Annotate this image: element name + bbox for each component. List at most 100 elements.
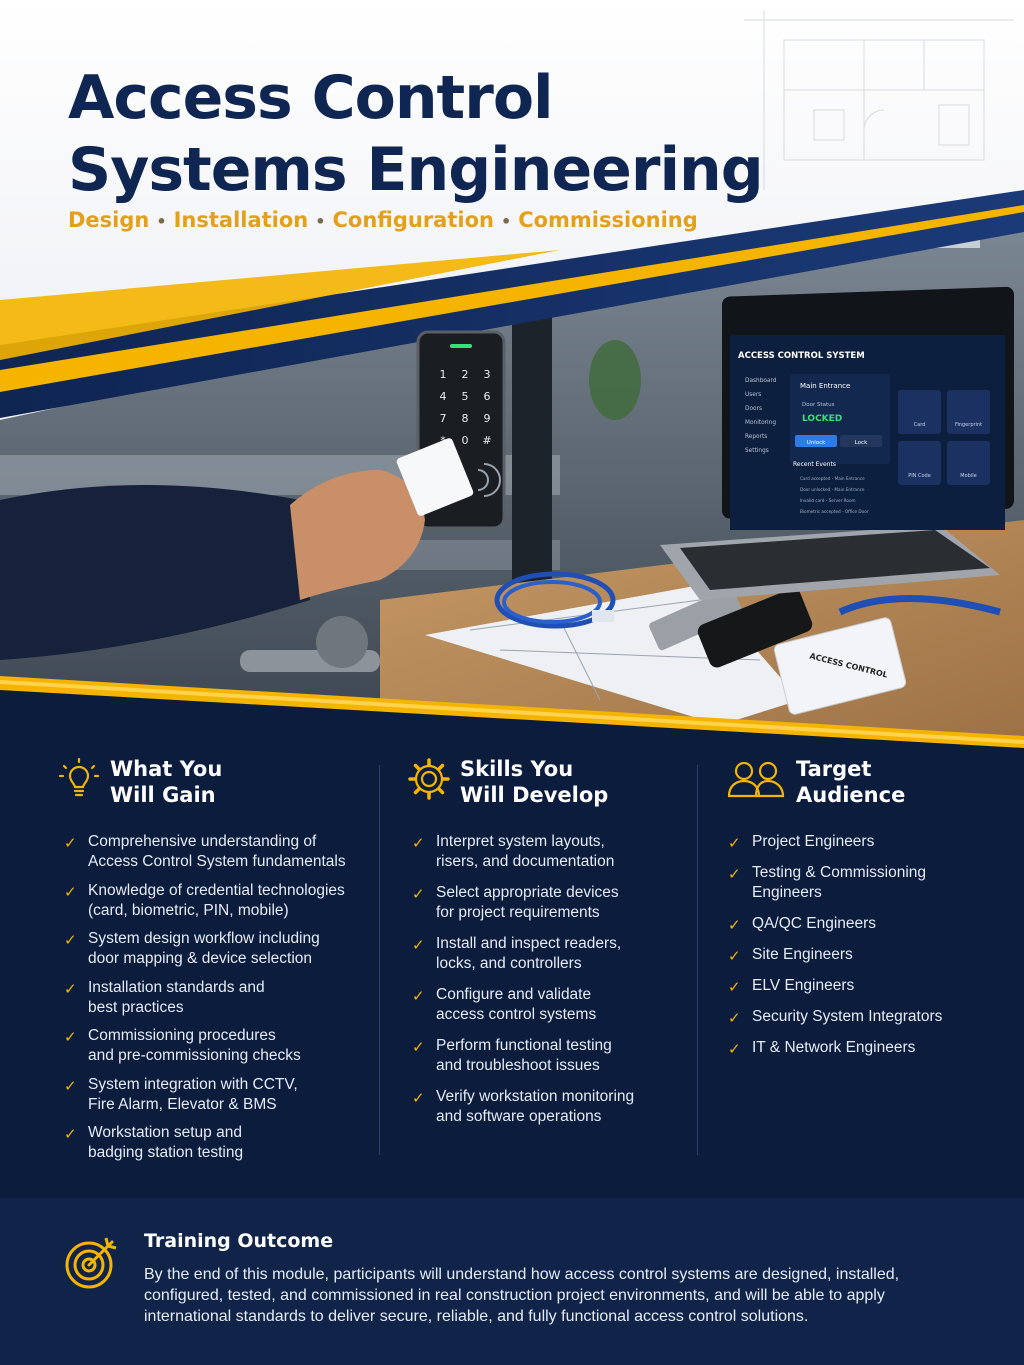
- door-handle: [240, 616, 380, 672]
- list-item-text: QA/QC Engineers: [752, 915, 877, 932]
- skills-you-will-develop-list: ✓Interpret system layouts, risers, and d…: [410, 832, 680, 1138]
- checkmark-icon: ✓: [64, 835, 77, 852]
- list-item: ✓Installation standards and best practic…: [62, 978, 372, 1018]
- checkmark-icon: ✓: [412, 835, 425, 852]
- door-status-value: LOCKED: [802, 414, 842, 424]
- auth-tile: [947, 390, 990, 434]
- column-divider: [697, 765, 698, 1155]
- column-target-audience-header: Target Audience: [726, 756, 905, 808]
- training-outcome-title: Training Outcome: [144, 1230, 334, 1252]
- list-item: ✓ Select appropriate devices for project …: [410, 883, 680, 923]
- lock-button-label: Lock: [855, 440, 868, 446]
- checkmark-icon: ✓: [64, 1126, 77, 1143]
- panel-title: Main Entrance: [800, 382, 850, 390]
- auth-tile-label: Fingerprint: [955, 422, 982, 428]
- column-what-you-will-gain-header: What You Will Gain: [56, 756, 222, 808]
- app-nav-item: Dashboard: [745, 378, 777, 384]
- list-item: ✓ELV Engineers: [726, 976, 996, 996]
- events-title: Recent Events: [793, 461, 836, 468]
- event-row: Door unlocked - Main Entrance: [800, 487, 865, 492]
- checkmark-icon: ✓: [64, 883, 77, 901]
- auth-tile: [898, 441, 941, 485]
- list-item: ✓ System integration with CCTV, Fire Alar…: [62, 1075, 372, 1115]
- list-item-text: ELV Engineers: [752, 977, 855, 994]
- list-item-text: Select appropriate devices for project r…: [436, 884, 619, 921]
- subtitle-topic: Configuration: [332, 208, 494, 232]
- list-item-text: Workstation setup and badging station te…: [88, 1124, 244, 1161]
- subtitle-separator: •: [500, 212, 512, 231]
- list-item-text: Commissioning procedures and pre-commiss…: [88, 1027, 301, 1064]
- column-divider: [379, 765, 380, 1155]
- checkmark-icon: ✓: [728, 917, 741, 934]
- checkmark-icon: ✓: [412, 886, 425, 903]
- list-item: ✓ Project Engineers: [726, 832, 996, 852]
- list-item: ✓ Knowledge of credential technologies (c…: [62, 881, 372, 921]
- checkmark-icon: ✓: [412, 937, 425, 954]
- laptop-screen: ACCESS CONTROL SYSTEM DashboardUsersDoor…: [730, 335, 1005, 530]
- event-row: Card accepted - Main Entrance: [800, 476, 865, 481]
- list-item-text: Installation standards and best practice…: [88, 978, 265, 1016]
- subtitle-topic: Design: [68, 208, 150, 232]
- list-item-text: Comprehensive understanding of Access Co…: [88, 833, 346, 870]
- door-status-label: Door Status: [802, 402, 835, 408]
- subtitle-topics: Design • Installation • Configuration • Commis…: [68, 208, 698, 232]
- subtitle-separator: •: [156, 212, 167, 231]
- column-title: Target Audience: [796, 757, 906, 807]
- list-item: ✓ Site Engineers: [726, 945, 996, 965]
- event-row: Invalid card - Server Room: [800, 498, 856, 503]
- list-item: ✓Install and inspect readers, locks, and…: [410, 934, 680, 974]
- keypad-key: 9: [484, 412, 491, 425]
- app-title: ACCESS CONTROL SYSTEM: [738, 351, 865, 361]
- list-item-text: System design workflow including door ma…: [88, 930, 320, 967]
- training-outcome-text: By the end of this module, participants …: [144, 1266, 900, 1325]
- list-item: ✓ Comprehensive understanding of Access C…: [62, 832, 372, 872]
- list-item: ✓Commissioning procedures and pre-commis…: [62, 1026, 372, 1066]
- subtitle-topic: Commissioning: [518, 208, 698, 232]
- list-item: ✓Testing & Commissioning Engineers: [726, 863, 996, 903]
- target-icon: [65, 1237, 117, 1289]
- subtitle-separator: •: [315, 212, 326, 231]
- auth-tile-label: Mobile: [960, 473, 976, 479]
- list-item-text: IT & Network Engineers: [752, 1039, 916, 1056]
- checkmark-icon: ✓: [728, 835, 741, 852]
- keypad-key: 1: [440, 368, 447, 381]
- gear-icon: [408, 758, 450, 800]
- list-item-text: System integration with CCTV, Fire Alarm…: [88, 1075, 298, 1113]
- keypad-key: 0: [462, 434, 469, 447]
- checkmark-icon: ✓: [728, 1010, 741, 1027]
- list-item-text: Project Engineers: [752, 833, 875, 850]
- lightbulb-icon: [58, 757, 100, 797]
- keypad-key: 3: [484, 368, 491, 381]
- target-audience-list: ✓ Project Engineers ✓Testing & Commissioni…: [726, 832, 996, 1069]
- list-item: ✓System design workflow including door m…: [62, 929, 372, 969]
- auth-tile-label: PIN Code: [908, 473, 931, 479]
- auth-tile-label: Card: [914, 422, 926, 428]
- checkmark-icon: ✓: [64, 1077, 77, 1095]
- list-item-text: Configure and validate access control sy…: [436, 986, 597, 1023]
- keypad-key: 7: [440, 412, 447, 425]
- auth-tile: [898, 390, 941, 434]
- auth-tile: [947, 441, 990, 485]
- list-item-text: Perform functional testing and troublesh…: [436, 1037, 612, 1074]
- list-item-text: Knowledge of credential technologies (ca…: [88, 881, 345, 919]
- what-you-will-gain-list: ✓ Comprehensive understanding of Access C…: [62, 832, 372, 1172]
- keypad-key: 5: [462, 390, 469, 403]
- event-row: Biometric accepted - Office Door: [800, 509, 869, 514]
- keypad-key: 4: [440, 390, 447, 403]
- app-nav-item: Users: [745, 392, 761, 398]
- app-nav-item: Monitoring: [745, 420, 776, 426]
- column-title: What You Will Gain: [110, 757, 223, 807]
- list-item: ✓ Perform functional testing and troubles…: [410, 1036, 680, 1076]
- training-outcome-section: [0, 1198, 1024, 1365]
- list-item-text: Security System Integrators: [752, 1008, 943, 1025]
- checkmark-icon: ✓: [412, 1090, 425, 1107]
- list-item: ✓ QA/QC Engineers: [726, 914, 996, 934]
- app-nav-item: Doors: [745, 406, 762, 412]
- list-item: ✓Configure and validate access control s…: [410, 985, 680, 1025]
- list-item-text: Site Engineers: [752, 946, 853, 963]
- keypad-key: #: [482, 434, 491, 447]
- keypad-key: 8: [462, 412, 469, 425]
- subtitle-topic: Installation: [173, 208, 309, 232]
- checkmark-icon: ✓: [412, 1039, 425, 1056]
- checkmark-icon: ✓: [728, 948, 741, 965]
